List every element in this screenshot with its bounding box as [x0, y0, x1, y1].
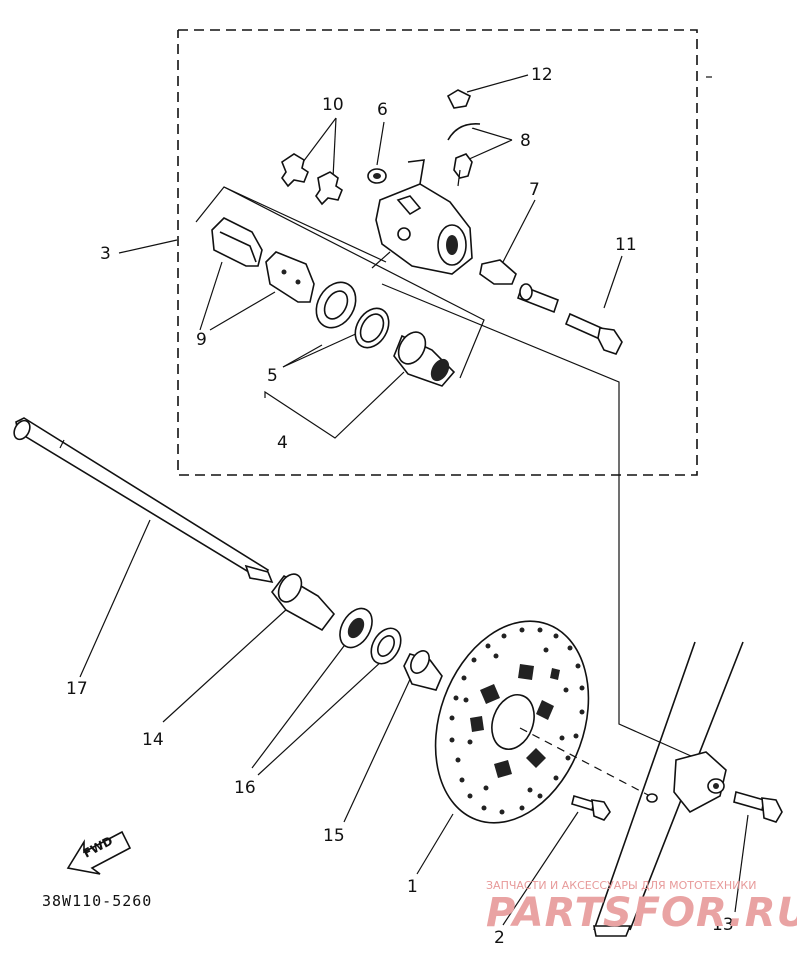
oil-seal-16: [339, 607, 402, 665]
caliper-bolt-11: [564, 312, 623, 355]
brake-pad-9: [211, 217, 315, 303]
spacer-15: [403, 650, 443, 691]
callout-8: 8: [520, 131, 531, 151]
callout-12: 12: [531, 65, 553, 85]
axle-17: [13, 417, 274, 584]
bleed-screw-12: [446, 89, 472, 109]
fwd-arrow-icon: FWD: [66, 830, 132, 875]
callout-labels: 1 2 3 4 5 6 7 8 9 10 11 12 13 14 15 16 1…: [66, 65, 734, 948]
watermark-tagline: ЗАПЧАСТИ И АКСЕССУАРЫ ДЛЯ МОТОТЕХНИКИ: [486, 879, 756, 892]
diagram-code: 38W110-5260: [42, 892, 152, 910]
callout-5: 5: [267, 366, 278, 386]
slide-pin-7: [479, 259, 559, 314]
fork-leg: [593, 641, 744, 937]
callout-1: 1: [407, 877, 418, 897]
caliper-assembly-box: [177, 29, 698, 476]
watermark-brand: PARTSFOR.RU: [486, 890, 797, 936]
callout-3: 3: [100, 244, 111, 264]
callout-6: 6: [377, 100, 388, 120]
caliper-body-3: [375, 159, 473, 275]
callout-17: 17: [66, 679, 88, 699]
callout-13: 13: [712, 915, 734, 935]
callout-2: 2: [494, 928, 505, 948]
callout-15: 15: [323, 826, 345, 846]
hose-clip-8: [447, 123, 481, 187]
callout-7: 7: [529, 180, 540, 200]
callout-11: 11: [615, 235, 637, 255]
callout-16: 16: [234, 778, 256, 798]
piston-4: [393, 331, 456, 387]
callout-9: 9: [196, 330, 207, 350]
callout-10: 10: [322, 95, 344, 115]
leader-lines: [79, 74, 749, 926]
callout-14: 14: [142, 730, 164, 750]
bolt-13: [733, 790, 783, 823]
disc-bolt-2: [571, 794, 611, 821]
collar-14: [270, 573, 336, 632]
disc-mount-line: [519, 727, 651, 797]
pad-clip-10: [281, 153, 343, 206]
brake-disc-1: [434, 620, 590, 824]
callout-4: 4: [277, 433, 288, 453]
watermark: ЗАПЧАСТИ И АКСЕССУАРЫ ДЛЯ МОТОТЕХНИКИ PA…: [486, 879, 797, 936]
piston-seal-5: [315, 281, 390, 349]
bleed-cap-6: [367, 168, 387, 184]
